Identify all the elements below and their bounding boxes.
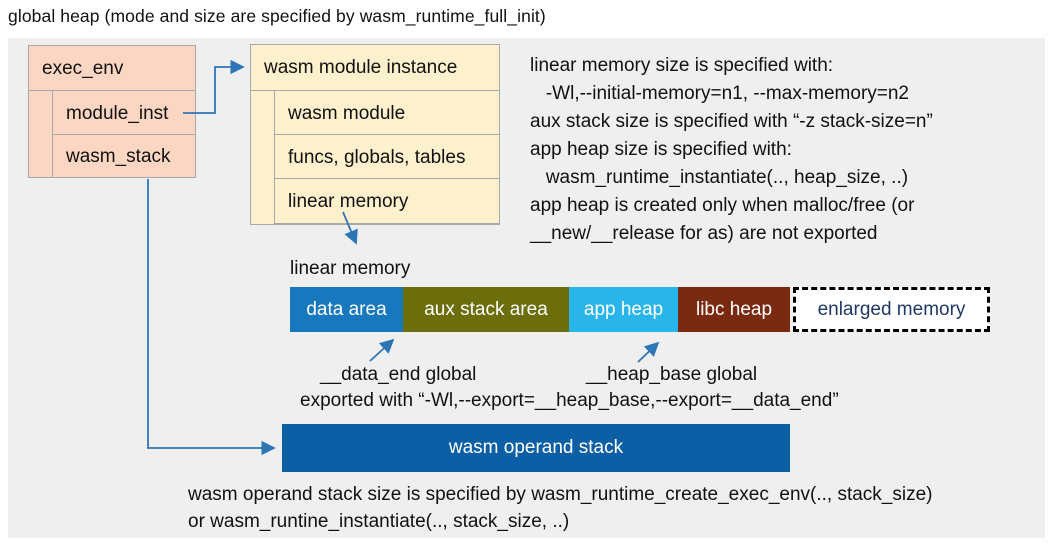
segment-enlarged-memory: enlarged memory (793, 287, 990, 332)
size-notes: linear memory size is specified with: -W… (530, 52, 933, 248)
exec-env-header: exec_env (29, 46, 195, 91)
linear-memory-label: linear memory (290, 258, 411, 279)
exec-env-box: exec_env module_inst wasm_stack (28, 45, 196, 178)
segment-aux-stack-area: aux stack area (403, 287, 569, 332)
annotation-data-end-global: __data_end global (320, 364, 477, 385)
annotation-export-line: exported with “-Wl,--export=__heap_base,… (300, 390, 839, 411)
module-instance-row-funcs-globals-tables: funcs, globals, tables (274, 134, 500, 179)
size-note-line: app heap size is specified with: (530, 139, 792, 160)
operand-stack-note-line: or wasm_runtine_instantiate(.., stack_si… (188, 511, 570, 532)
module-instance-box: wasm module instance wasm module funcs, … (250, 44, 500, 225)
module-instance-row-wasm-module: wasm module (274, 90, 500, 135)
size-note-line: -Wl,--initial-memory=n1, --max-memory=n2 (530, 83, 909, 104)
segment-libc-heap: libc heap (678, 287, 790, 332)
operand-stack-note-line: wasm operand stack size is specified by … (188, 484, 933, 505)
module-instance-row-linear-memory: linear memory (274, 178, 500, 224)
module-instance-header: wasm module instance (251, 45, 499, 91)
size-note-line: __new/__release for as) are not exported (530, 223, 878, 244)
operand-stack-bar: wasm operand stack (282, 424, 790, 472)
size-note-line: aux stack size is specified with “-z sta… (530, 111, 933, 132)
segment-data-area: data area (290, 287, 403, 332)
size-note-line: linear memory size is specified with: (530, 55, 834, 76)
diagram-title: global heap (mode and size are specified… (8, 6, 546, 26)
segment-app-heap: app heap (569, 287, 678, 332)
exec-env-row-wasm-stack: wasm_stack (52, 134, 196, 178)
size-note-line: app heap is created only when malloc/fre… (530, 195, 915, 216)
exec-env-row-module-inst: module_inst (52, 90, 196, 135)
operand-stack-notes: wasm operand stack size is specified by … (188, 481, 933, 535)
annotation-heap-base-global: __heap_base global (586, 364, 758, 385)
size-note-line: wasm_runtime_instantiate(.., heap_size, … (530, 167, 909, 188)
